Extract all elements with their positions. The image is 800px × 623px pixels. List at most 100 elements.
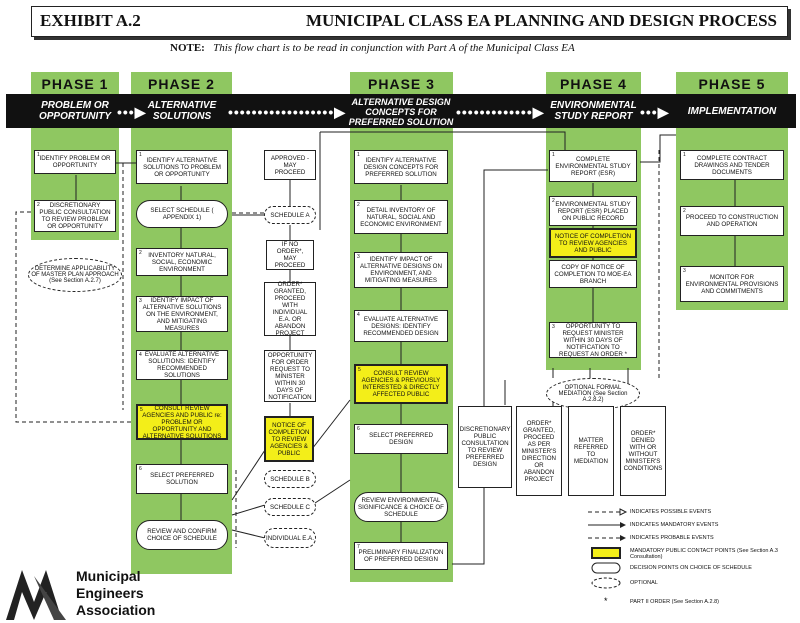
schedA-text: SCHEDULE A: [270, 211, 310, 219]
legend-probable: INDICATES PROBABLE EVENTS: [630, 535, 714, 541]
p4-b3-text: OPPORTUNITY TO REQUEST MINISTER WITHIN 3…: [559, 322, 627, 358]
p4-matter-referred: MATTER REFERRED TO MEDIATION: [568, 406, 614, 496]
p3-review-significance: REVIEW ENVIRONMENTAL SIGNIFICANCE & CHOI…: [354, 492, 448, 522]
note-label: NOTE:: [170, 42, 205, 54]
p4-notice-completion: NOTICE OF COMPLETION TO REVIEW AGENCIES …: [549, 228, 637, 258]
p2-hex-text: SELECT SCHEDULE ( APPENDIX 1): [150, 207, 214, 221]
opportunity-text: OPPORTUNITY FOR ORDER REQUEST TO MINISTE…: [267, 351, 313, 401]
phase5-title: PHASE 5: [698, 76, 766, 92]
order-granted: ORDER* GRANTED, PROCEED WITH INDIVIDUAL …: [264, 281, 316, 337]
schedB-text: SCHEDULE B: [270, 475, 310, 483]
approved-text: APPROVED - MAY PROCEED: [270, 154, 310, 176]
legend-possible: INDICATES POSSIBLE EVENTS: [630, 509, 712, 515]
svg-text:*: *: [604, 596, 608, 606]
p4-discretionary: DISCRETIONARY PUBLIC CONSULTATION TO REV…: [458, 406, 512, 488]
legend-mandatory: INDICATES MANDATORY EVENTS: [630, 522, 719, 528]
p3-b3-text: IDENTIFY IMPACT OF ALTERNATIVE DESIGNS O…: [360, 256, 442, 284]
p2-b2-text: INVENTORY NATURAL, SOCIAL, ECONOMIC ENVI…: [148, 251, 216, 273]
p4-copy-notice: COPY OF NOTICE OF COMPLETION TO MOE-EA B…: [549, 260, 637, 288]
logo-line2: Engineers: [76, 585, 144, 601]
logo-line1: Municipal: [76, 568, 141, 584]
p1-master-plan-ellipse: DETERMINE APPLICABILITY OF MASTER PLAN A…: [28, 258, 122, 292]
p3-b2-text: DETAIL INVENTORY OF NATURAL, SOCIAL AND …: [360, 206, 442, 228]
p1-b2-text: DISCRETIONARY PUBLIC CONSULTATION TO REV…: [39, 202, 111, 230]
p2-b3-text: IDENTIFY IMPACT OF ALTERNATIVE SOLUTIONS…: [142, 296, 222, 332]
ifno-text: IF NO ORDER*, MAY PROCEED: [274, 241, 306, 269]
order-text: ORDER* GRANTED, PROCEED WITH INDIVIDUAL …: [272, 281, 308, 337]
legend-order: PART II ORDER (See Section A.2.8): [630, 599, 719, 605]
legend-symbols: *: [588, 508, 628, 606]
legend-optional: OPTIONAL: [630, 580, 658, 586]
legend-decision: DECISION POINTS ON CHOICE OF SCHEDULE: [630, 565, 752, 571]
page-title: MUNICIPAL CLASS EA PLANNING AND DESIGN P…: [305, 11, 777, 30]
if-no-order: IF NO ORDER*, MAY PROCEED: [266, 240, 314, 270]
band-label-phase5: IMPLEMENTATION: [687, 106, 777, 117]
p1-ellipse-text: DETERMINE APPLICABILITY OF MASTER PLAN A…: [31, 266, 119, 284]
p2-b1-text: IDENTIFY ALTERNATIVE SOLUTIONS TO PROBLE…: [143, 156, 221, 178]
p4-b2c-text: COPY OF NOTICE OF COMPLETION TO MOE-EA B…: [554, 263, 632, 285]
p2-hex2-text: REVIEW AND CONFIRM CHOICE OF SCHEDULE: [147, 528, 217, 542]
schedule-b: SCHEDULE B: [264, 470, 316, 488]
p2-b4-text: EVALUATE ALTERNATIVE SOLUTIONS: IDENTIFY…: [144, 351, 220, 379]
p3-b7-text: PRELIMINARY FINALIZATION OF PREFERRED DE…: [358, 549, 444, 563]
note: NOTE: This flow chart is to be read in c…: [170, 42, 575, 54]
individual-ea: INDIVIDUAL E.A.: [264, 528, 316, 548]
p2-b6-text: SELECT PREFERRED SOLUTION: [150, 472, 214, 486]
mea-logo-icon: [6, 570, 66, 620]
p3-hex-text: REVIEW ENVIRONMENTAL SIGNIFICANCE & CHOI…: [358, 496, 444, 518]
p5-b1-text: COMPLETE CONTRACT DRAWINGS AND TENDER DO…: [694, 154, 770, 176]
band-label-phase3: ALTERNATIVE DESIGN CONCEPTS FOR PREFERRE…: [348, 97, 454, 127]
individual-text: INDIVIDUAL E.A.: [266, 534, 314, 542]
p4-b1-text: COMPLETE ENVIRONMENTAL STUDY REPORT (ESR…: [555, 155, 631, 177]
band-dots-4: •••▶: [640, 104, 670, 120]
logo-line3: Association: [76, 602, 156, 618]
p4-disc-text: DISCRETIONARY PUBLIC CONSULTATION TO REV…: [459, 426, 511, 468]
legend: * INDICATES POSSIBLE EVENTS INDICATES MA…: [586, 506, 796, 616]
p5-b3-text: MONITOR FOR ENVIRONMENTAL PROVISIONS AND…: [685, 273, 779, 295]
phase1-title: PHASE 1: [41, 76, 109, 92]
p3-b6-text: SELECT PREFERRED DESIGN: [369, 432, 433, 446]
band-label-phase2: ALTERNATIVE SOLUTIONS: [147, 100, 217, 122]
p4-matter-text: MATTER REFERRED TO MEDIATION: [573, 437, 609, 465]
p4-order-text: ORDER* GRANTED, PROCEED AS PER MINISTER'…: [521, 419, 557, 483]
p2-b5-text: CONSULT REVIEW AGENCIES AND PUBLIC re: P…: [142, 404, 222, 440]
p4-b2y-text: NOTICE OF COMPLETION TO REVIEW AGENCIES …: [554, 232, 632, 254]
p3-b5-text: CONSULT REVIEW AGENCIES & PREVIOUSLY INT…: [361, 370, 441, 398]
note-text: This flow chart is to be read in conjunc…: [213, 42, 575, 54]
p4-mediation-ellipse: OPTIONAL FORMAL MEDIATION (See Section A…: [546, 378, 640, 410]
phase-band: [6, 94, 796, 128]
p3-b1-text: IDENTIFY ALTERNATIVE DESIGN CONCEPTS FOR…: [363, 156, 439, 178]
phase2-title: PHASE 2: [148, 76, 215, 92]
phase4-title: PHASE 4: [560, 76, 627, 92]
phase3-title: PHASE 3: [368, 76, 435, 92]
p2-select-schedule: SELECT SCHEDULE ( APPENDIX 1): [136, 200, 228, 228]
band-dots-2: ••••••••••••••••••▶: [228, 104, 346, 120]
notice-mid-text: NOTICE OF COMPLETION TO REVIEW AGENCIES …: [268, 421, 310, 457]
p5-b2-text: PROCEED TO CONSTRUCTION AND OPERATION: [685, 214, 779, 228]
p4-b2-text: ENVIRONMENTAL STUDY REPORT (ESR) PLACED …: [555, 200, 631, 222]
p4-order-denied: ORDER* DENIED WITH OR WITHOUT MINISTER'S…: [620, 406, 666, 496]
p3-b4-text: EVALUATE ALTERNATIVE DESIGNS: IDENTIFY R…: [363, 315, 439, 337]
p1-b1-text: IDENTIFY PROBLEM OR OPPORTUNITY: [39, 155, 111, 169]
p4-order-granted: ORDER* GRANTED, PROCEED AS PER MINISTER'…: [516, 406, 562, 496]
legend-contact-points: MANDATORY PUBLIC CONTACT POINTS (See Sec…: [630, 548, 778, 560]
notice-completion-mid: NOTICE OF COMPLETION TO REVIEW AGENCIES …: [264, 416, 314, 462]
opportunity-order: OPPORTUNITY FOR ORDER REQUEST TO MINISTE…: [264, 350, 316, 402]
